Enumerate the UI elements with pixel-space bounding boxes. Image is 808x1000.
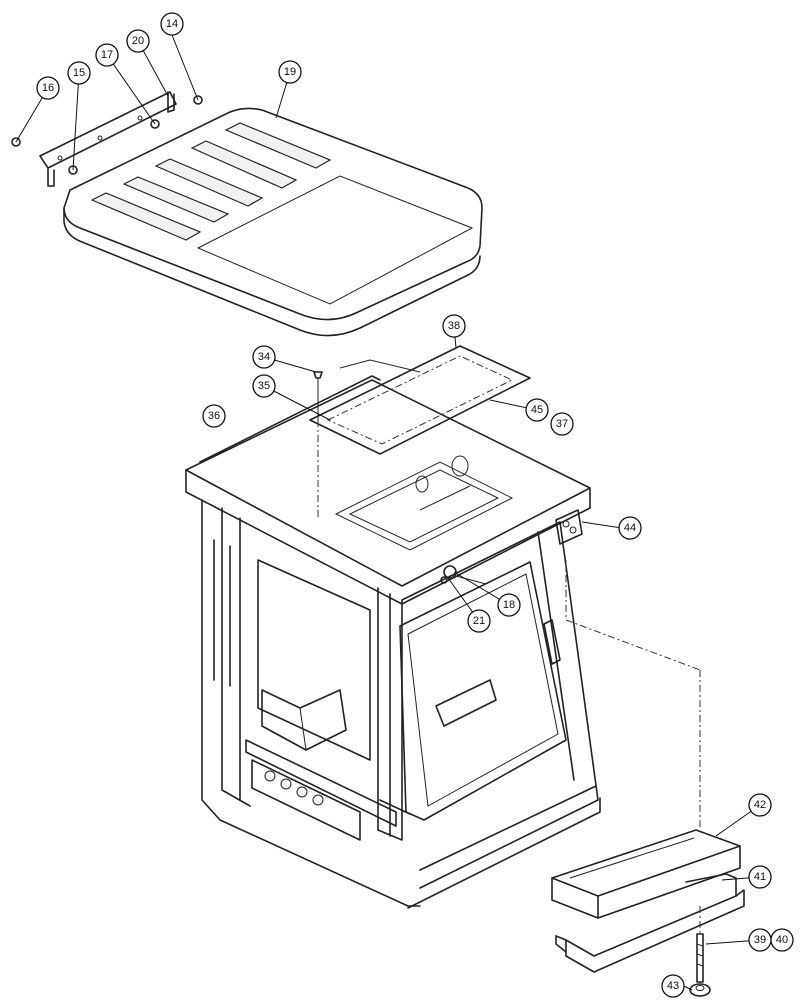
- callout-43: 43: [661, 974, 685, 998]
- battery-box: [551, 829, 741, 919]
- svg-text:43: 43: [667, 980, 679, 992]
- callout-41: 41: [748, 865, 772, 889]
- svg-text:39: 39: [754, 934, 766, 946]
- svg-text:18: 18: [503, 599, 515, 611]
- callout-19: 19: [278, 60, 302, 84]
- svg-text:35: 35: [258, 380, 270, 392]
- svg-text:21: 21: [473, 615, 485, 627]
- callout-35: 35: [252, 374, 276, 398]
- svg-text:45: 45: [531, 404, 543, 416]
- svg-text:41: 41: [754, 871, 766, 883]
- svg-text:19: 19: [284, 66, 296, 78]
- svg-text:14: 14: [166, 18, 178, 30]
- cab-frame: [201, 499, 601, 909]
- svg-text:17: 17: [101, 49, 113, 61]
- svg-text:34: 34: [258, 351, 270, 363]
- callout-40: 40: [770, 928, 794, 952]
- callout-14: 14: [160, 12, 184, 36]
- cab-top: [185, 359, 591, 605]
- callout-leaders: [15, 34, 761, 991]
- callout-16: 16: [36, 76, 60, 100]
- callout-42: 42: [748, 793, 772, 817]
- callout-34: 34: [252, 345, 276, 369]
- callout-15: 15: [67, 61, 91, 85]
- callout-38: 38: [442, 314, 466, 338]
- callout-45: 45: [525, 398, 549, 422]
- roof-panel: [63, 107, 483, 337]
- svg-text:44: 44: [624, 522, 636, 534]
- svg-text:20: 20: [132, 35, 144, 47]
- svg-text:36: 36: [208, 410, 220, 422]
- callout-17: 17: [95, 43, 119, 67]
- callout-37: 37: [550, 412, 574, 436]
- callout-20: 20: [126, 29, 150, 53]
- svg-text:42: 42: [754, 799, 766, 811]
- callout-44: 44: [618, 516, 642, 540]
- hinge-hardware: [440, 565, 487, 585]
- svg-text:37: 37: [556, 418, 568, 430]
- svg-text:15: 15: [73, 67, 85, 79]
- svg-text:16: 16: [42, 82, 54, 94]
- callout-36: 36: [202, 404, 226, 428]
- tie-rod: [689, 906, 711, 997]
- roof-plate: [309, 345, 531, 455]
- callout-39: 39: [748, 928, 772, 952]
- bolt: [313, 371, 323, 520]
- cab-light: [555, 509, 701, 830]
- svg-text:38: 38: [448, 320, 460, 332]
- svg-text:40: 40: [776, 934, 788, 946]
- callout-18: 18: [497, 593, 521, 617]
- callout-21: 21: [467, 609, 491, 633]
- mounting-bracket: [39, 91, 177, 187]
- battery-tray: [555, 873, 745, 973]
